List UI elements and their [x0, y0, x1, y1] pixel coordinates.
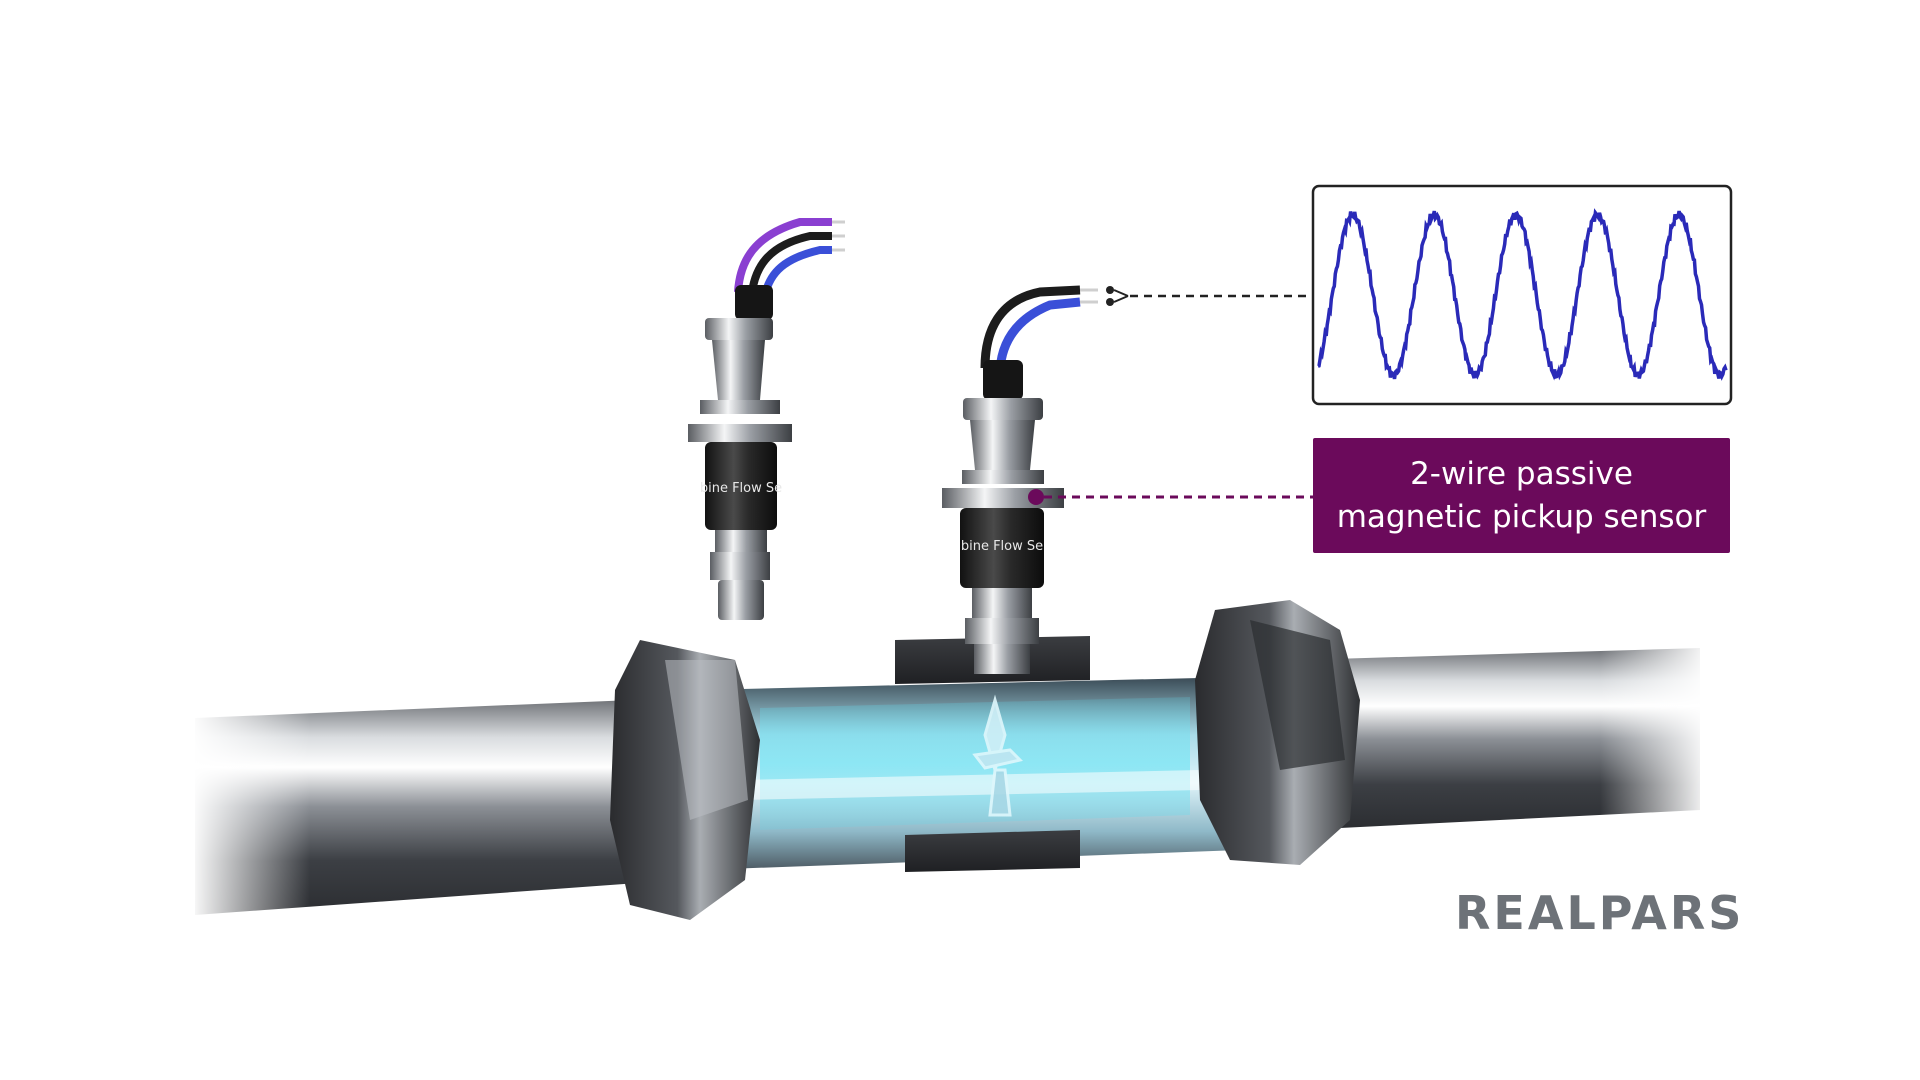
- sensor-left-wire-purple: [734, 218, 832, 293]
- pipe-left: [190, 690, 680, 930]
- right-hex-nut: [1195, 600, 1360, 865]
- sensor-right-body-text: bine Flow Se: [961, 539, 1043, 554]
- callout-line-1: 2-wire passive: [1410, 455, 1633, 492]
- sensor-right-wire-black: [980, 285, 1081, 369]
- sensor-callout-label: 2-wire passive magnetic pickup sensor: [1313, 438, 1730, 553]
- turbine-rotor: [972, 694, 1023, 817]
- brand-logo: REALPARS: [1455, 886, 1745, 940]
- signal-waveform-trace: [1317, 208, 1728, 381]
- sensor-right: bine Flow Se: [942, 285, 1098, 674]
- signal-waveform-panel: [1311, 184, 1733, 406]
- sensor-left-body-text: bine Flow Se: [700, 481, 782, 496]
- sensor-left-wire-blue: [761, 246, 832, 297]
- callout-line-2: magnetic pickup sensor: [1336, 498, 1707, 535]
- callout-pointer: [1028, 489, 1313, 505]
- sensor-mount-block: [895, 636, 1090, 872]
- sensor-left: bine Flow Se: [688, 218, 845, 620]
- left-hex-nut: [610, 640, 760, 920]
- signal-connector: [1106, 286, 1312, 306]
- sensor-right-wire-blue: [995, 297, 1081, 371]
- sensor-left-wire-black: [748, 232, 832, 293]
- transparent-meter-body: [700, 677, 1240, 870]
- pipe-right: [1300, 640, 1710, 840]
